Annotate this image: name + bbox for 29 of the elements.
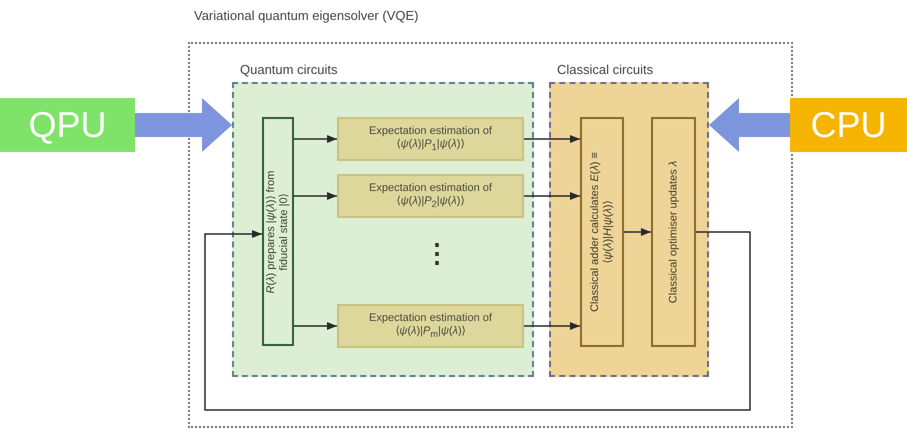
arrow [709, 98, 790, 152]
arrow [524, 135, 580, 143]
label-box [0, 98, 135, 152]
group-heading: Quantum circuits [240, 62, 338, 77]
process-box [651, 117, 696, 347]
arrow [294, 322, 337, 330]
arrow [135, 98, 232, 152]
process-box [262, 117, 294, 346]
box-text: QPU [27, 103, 108, 147]
box-text: Classical optimiser updates λ [666, 160, 680, 306]
arrow [294, 192, 337, 200]
process-box [337, 117, 524, 161]
arrow [294, 135, 337, 143]
box-text: Expectation estimation of ⟨ψ(λ)|P$_{1}$|ψ(λ)⟩ [368, 124, 493, 154]
label-box [790, 98, 907, 152]
arrow [204, 230, 751, 411]
group-heading: Classical circuits [557, 62, 654, 77]
process-box [337, 304, 524, 348]
arrow [624, 228, 651, 236]
diagram-title: Variational quantum eigensolver (VQE) [194, 8, 418, 23]
box-text: CPU [809, 103, 888, 147]
group-frame [188, 42, 793, 428]
ellipsis-mark: ⋮ [424, 240, 450, 266]
process-box [580, 117, 624, 347]
arrow [524, 322, 580, 330]
box-text: Expectation estimation of ⟨ψ(λ)|P$_{m}$|ψ(λ)⟩ [368, 312, 493, 340]
process-box [337, 174, 524, 218]
box-text: Expectation estimation of ⟨ψ(λ)|P$_{2}$|ψ(λ)⟩ [368, 182, 493, 210]
arrow [524, 192, 580, 200]
